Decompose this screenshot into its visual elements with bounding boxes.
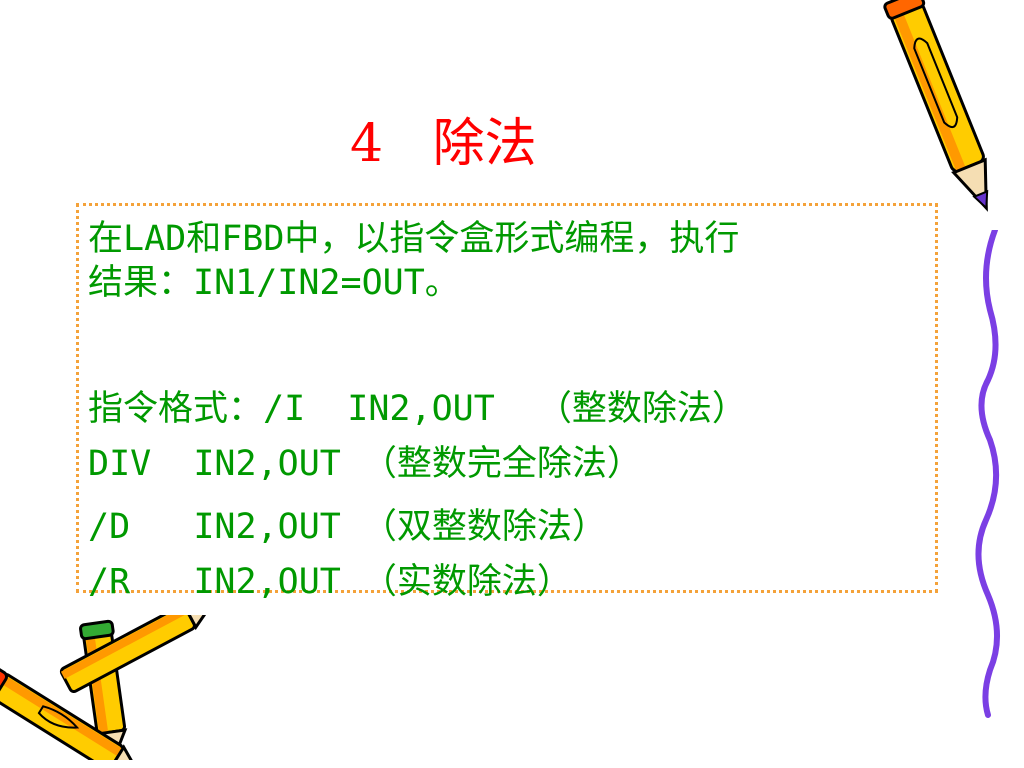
purple-ribbon-decoration — [975, 230, 1001, 718]
text-line-4: DIV IN2,OUT （整数完全除法） — [88, 444, 642, 484]
pencil-icon-top-right — [883, 0, 989, 212]
text-line-1: 在LAD和FBD中，以指令盒形式编程，执行 — [88, 219, 740, 259]
text-line-2: 结果：IN1/IN2=OUT。 — [88, 263, 460, 303]
text-line-6: /R IN2,OUT （实数除法） — [88, 562, 572, 602]
slide-title: 4 除法 — [350, 114, 537, 174]
text-line-3: 指令格式：/I IN2,OUT （整数除法） — [88, 389, 747, 429]
pencil-icon-bottom-left — [0, 615, 215, 760]
text-line-5: /D IN2,OUT （双整数除法） — [88, 507, 607, 547]
content-box — [76, 203, 938, 593]
